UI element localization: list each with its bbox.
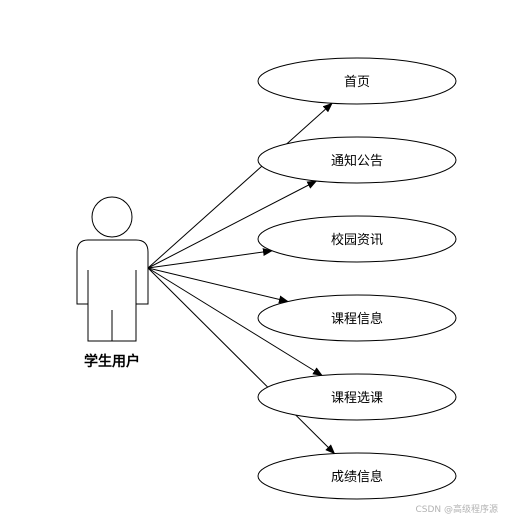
use-case-label-1: 首页 [344, 75, 370, 90]
use-case-label-3: 校园资讯 [331, 232, 383, 248]
use-case-ellipse-4 [257, 294, 457, 342]
use-case-ellipse-1 [257, 57, 457, 105]
connector-arrow-3 [147, 248, 273, 269]
use-case-ellipse-5 [257, 373, 457, 421]
actor-figure [76, 196, 149, 342]
use-case-label-4: 课程信息 [331, 311, 383, 327]
connector-arrow-1 [147, 102, 333, 269]
connector-arrow-4 [147, 267, 289, 304]
connectors [147, 102, 336, 455]
use-case-ellipse-3 [257, 215, 457, 263]
actor-label: 学生用户 [84, 353, 140, 370]
watermark: CSDN @高级程序源 [415, 503, 498, 515]
use-case-label-5: 课程选课 [331, 391, 383, 406]
use-case-label-2: 通知公告 [331, 153, 383, 169]
use-case-ellipse-2 [257, 136, 457, 184]
connector-arrow-6 [147, 267, 336, 455]
use-case-ellipse-6 [257, 452, 457, 500]
connector-arrow-5 [147, 267, 323, 377]
actor-head [91, 196, 133, 238]
connector-arrow-2 [147, 180, 318, 269]
actor-body [76, 239, 149, 342]
use-case-label-6: 成绩信息 [331, 469, 383, 485]
